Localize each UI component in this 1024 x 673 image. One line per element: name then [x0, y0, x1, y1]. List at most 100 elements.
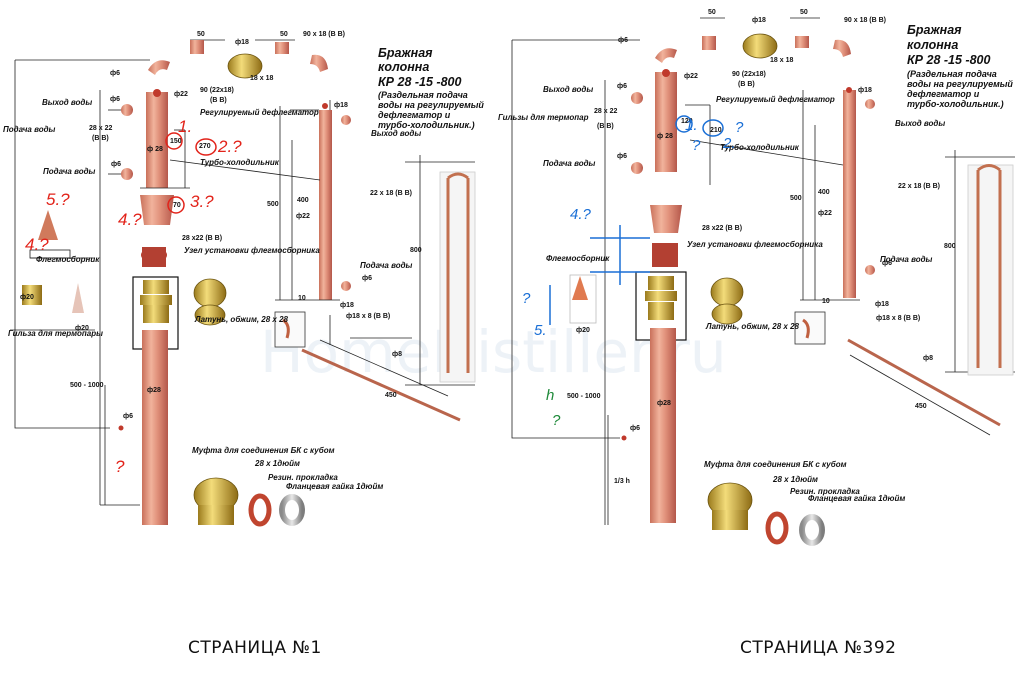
dim: ф6 [123, 413, 133, 420]
page2-title-line2: колонна [907, 38, 958, 52]
red-circle [165, 132, 183, 150]
label: 1/3 h [614, 478, 630, 485]
page1-title-line2: колонна [378, 60, 429, 74]
dim: 150 [170, 138, 182, 145]
dim: 50 [800, 9, 808, 16]
dim: 500 - 1000 [70, 382, 104, 389]
label: Выход воды [895, 119, 945, 128]
dim: 90 x 18 (В В) [303, 31, 345, 38]
page2-text: Бражная колонна КР 28 -15 -800 (Раздельн… [498, 9, 1013, 503]
dim: ф18 [235, 39, 249, 46]
dim: ф22 [818, 210, 832, 217]
dim: ф18 x 8 (В В) [876, 315, 920, 322]
dim: ф6 [617, 83, 627, 90]
label: Гильза для термопары [8, 329, 103, 338]
dim: 450 [915, 403, 927, 410]
page1-diagram [10, 39, 476, 527]
page2-title-line1: Бражная [907, 23, 962, 37]
dim: ф28 [147, 387, 161, 394]
blue-annotation: 2. [722, 135, 736, 152]
dim: (В В) [597, 123, 614, 130]
page1-desc3: дефлегматор и [378, 110, 451, 120]
dim: 400 [297, 197, 309, 204]
red-circle [167, 196, 185, 214]
dim: 270 [199, 143, 211, 150]
dim: (В В) [210, 97, 227, 104]
label: Муфта для соединения БК с кубом [192, 446, 335, 455]
page1-text: Бражная колонна КР 28 -15 -800 (Раздельн… [3, 31, 484, 491]
page1-model: КР 28 -15 -800 [378, 75, 461, 89]
label: Турбо-холодильник [720, 143, 800, 152]
label: Резин. прокладка [268, 473, 338, 482]
dim: 10 [298, 295, 306, 302]
label: 28 x 1дюйм [254, 459, 300, 468]
dim: 18 x 18 [770, 57, 793, 64]
dim: ф20 [20, 294, 34, 301]
dim: ф22 [684, 73, 698, 80]
dim: ф6 [111, 161, 121, 168]
label: Выход воды [42, 98, 92, 107]
page2-diagram [511, 17, 1015, 546]
dim: 22 x 18 (В В) [370, 190, 412, 197]
watermark-text: HomeDistiller.ru [260, 318, 727, 386]
dim: ф18 [334, 102, 348, 109]
dim: 28 x22 (В В) [702, 225, 742, 232]
page1-desc4: турбо-холодильник.) [378, 120, 475, 130]
blue-circle [675, 115, 693, 133]
label: 28 x 1дюйм [772, 475, 818, 484]
green-annotation: h [546, 387, 554, 404]
label: Флегмосборник [36, 255, 100, 264]
page2-desc4: турбо-холодильник.) [907, 99, 1004, 109]
label: Подача воды [360, 261, 413, 270]
label: Узел установки флегмосборника [687, 240, 823, 249]
dim: ф18 [875, 301, 889, 308]
label: Латунь, обжим, 28 x 28 [194, 315, 289, 324]
page1-desc2: воды на регулируемый [378, 100, 484, 110]
dim: 28 x 22 [594, 108, 617, 115]
label: Фланцевая гайка 1дюйм [286, 482, 383, 491]
dim: ф28 [657, 400, 671, 407]
label: Регулируемый дефлегматор [200, 108, 319, 117]
red-annotation: 1. [178, 117, 192, 136]
dim: 28 x22 (В В) [182, 235, 222, 242]
red-annotation: 4.? [25, 235, 49, 254]
dim: ф6 [362, 275, 372, 282]
page2-caption: СТРАНИЦА №392 [740, 638, 897, 658]
dim: (В В) [738, 81, 755, 88]
dim: 500 [267, 201, 279, 208]
dim: 10 [822, 298, 830, 305]
dim: ф20 [75, 325, 89, 332]
dim: ф6 [630, 425, 640, 432]
dim: 28 x 22 [89, 125, 112, 132]
blue-circle [702, 119, 724, 137]
red-annotation: 3.? [190, 192, 214, 211]
dim: 90 x 18 (В В) [844, 17, 886, 24]
label: Выход воды [371, 129, 421, 138]
dim: 50 [280, 31, 288, 38]
green-annotation: ? [552, 412, 561, 429]
dim: ф22 [174, 91, 188, 98]
dim: 500 [790, 195, 802, 202]
dim: 800 [410, 247, 422, 254]
red-circle [195, 138, 217, 156]
blue-annotation: ? [692, 137, 701, 154]
red-annotation: 4.? [118, 210, 142, 229]
label: Латунь, обжим, 28 x 28 [705, 322, 800, 331]
label: Гильзы для термопар [498, 113, 589, 122]
page2-desc2: воды на регулируемый [907, 79, 1013, 89]
dim: 450 [385, 392, 397, 399]
label: Узел установки флегмосборника [184, 246, 320, 255]
label: Подача воды [43, 167, 96, 176]
dim: 500 - 1000 [567, 393, 601, 400]
label: Подача воды [543, 159, 596, 168]
red-annotation: ? [115, 457, 125, 476]
dim: ф20 [576, 327, 590, 334]
dim: ф8 [392, 351, 402, 358]
dim: 120 [681, 118, 693, 125]
dim: 400 [818, 189, 830, 196]
dim: 800 [944, 243, 956, 250]
dim: 22 x 18 (В В) [898, 183, 940, 190]
dim: 90 (22x18) [200, 87, 234, 94]
label: Турбо-холодильник [200, 158, 280, 167]
dim: ф6 [110, 70, 120, 77]
